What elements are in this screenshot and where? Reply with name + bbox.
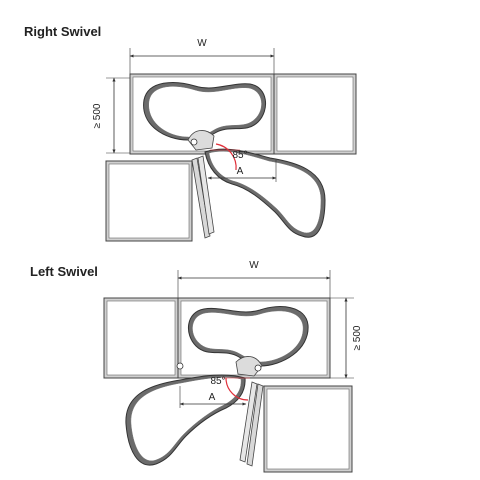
right-angle-arc [215,143,237,171]
left-pivot-point [176,362,184,370]
right-swivel-title: Right Swivel [24,24,102,39]
left-a-label: A [209,392,216,403]
left-cabinet-door [246,383,264,467]
right-width-dimension: W [129,38,275,74]
left-swivel-diagram: W ≥ 500 85° [103,260,363,473]
left-angle-arc [225,377,249,401]
right-swivel-diagram: W ≥ 500 85° [92,38,357,242]
left-width-label: W [249,260,259,271]
left-hinge [235,356,263,377]
right-width-label: W [197,38,207,49]
left-depth-dimension: ≥ 500 [330,297,363,379]
left-swivel-title: Left Swivel [30,264,98,279]
right-cabinet-door [191,157,211,239]
right-a-label: A [237,166,244,177]
right-depth-label: ≥ 500 [92,103,103,128]
right-angle-label: 85° [232,150,247,161]
left-width-dimension: W [177,260,331,298]
right-depth-dimension: ≥ 500 [92,77,132,154]
left-depth-label: ≥ 500 [352,325,363,350]
left-angle-label: 85° [210,376,225,387]
